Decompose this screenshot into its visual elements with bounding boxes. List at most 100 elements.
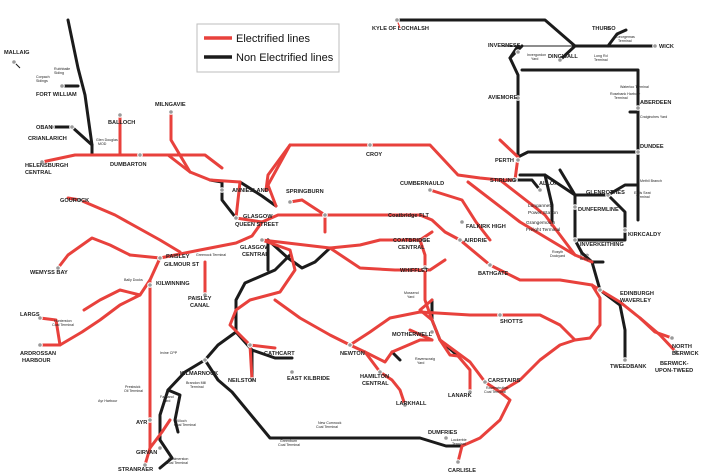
station-dot-dundee[interactable] — [635, 149, 641, 155]
station-dot-wemyss[interactable] — [55, 265, 61, 271]
station-dot-inverkeithing[interactable] — [572, 237, 578, 243]
station-dot-anniesland[interactable] — [219, 187, 225, 193]
label-ravenstruther: Ravenstruther — [486, 386, 509, 390]
station-dot-coatbridge[interactable] — [422, 237, 428, 243]
station-dot-northberwick[interactable] — [669, 335, 675, 341]
label-alloa: ALLOA — [539, 181, 558, 187]
station-dot-thurso[interactable] — [605, 25, 611, 31]
label-northberwick: NORTH — [672, 344, 692, 350]
station-dot-cumbernauld[interactable] — [427, 187, 433, 193]
label-rubhbaile-2: Siding — [54, 71, 64, 75]
label-northqueensferry: North — [580, 253, 589, 257]
station-dot-aviemore[interactable] — [515, 95, 521, 101]
label-rosebank-2: Terminal — [614, 96, 628, 100]
station-dot-dingwall[interactable] — [557, 57, 563, 63]
station-dot-eastkilbride[interactable] — [289, 369, 295, 375]
station-dot-alloa[interactable] — [537, 187, 543, 193]
station-dot-inverness[interactable] — [515, 49, 521, 55]
label-hunterston: Hunterston — [54, 319, 72, 323]
station-dot-ardrossan[interactable] — [37, 342, 43, 348]
label-prestwick-2: Oil Terminal — [124, 389, 143, 393]
station-dot-airdrie[interactable] — [457, 237, 463, 243]
label-ayr-harbour: Ayr Harbour — [98, 399, 118, 403]
legend-electrified-label: Electrified lines — [236, 33, 310, 45]
station-dot-ayr[interactable] — [147, 417, 153, 423]
station-dot-glenrothes[interactable] — [605, 192, 611, 198]
station-dot-neilston[interactable] — [249, 377, 255, 383]
station-dot-coatbridgeflt[interactable] — [322, 212, 328, 218]
label-airdrie: AIRDRIE — [464, 238, 487, 244]
label-larkhall: LARKHALL — [396, 401, 427, 407]
station-dot-stranraer[interactable] — [142, 462, 148, 468]
station-dot-mallaig[interactable] — [11, 59, 17, 65]
label-wick: WICK — [659, 44, 674, 50]
station-dot-dumfries[interactable] — [443, 435, 449, 441]
station-dot-glasgowcentral[interactable] — [259, 237, 265, 243]
station-dot-kilwinning[interactable] — [147, 282, 153, 288]
station-dot-whifflet[interactable] — [422, 265, 428, 271]
label-greenock-terminal: Greenock Terminal — [196, 253, 226, 257]
station-dot-stirling[interactable] — [512, 177, 518, 183]
station-dot-crianlarich[interactable] — [69, 124, 75, 130]
station-dot-kirkcaldy[interactable] — [622, 227, 628, 233]
label-greenburn: Greenburn — [280, 439, 297, 443]
label-prestwick: Prestwick — [125, 385, 141, 389]
station-dot-croy[interactable] — [367, 142, 373, 148]
label-coatbridge-flt: Coatbridge FLT — [388, 213, 429, 219]
station-dot-hamilton[interactable] — [377, 369, 383, 375]
station-dot-motherwell[interactable] — [429, 329, 435, 335]
station-dot-milngavie[interactable] — [168, 109, 174, 115]
station-dot-newton[interactable] — [347, 342, 353, 348]
station-dot-dumbarton[interactable] — [137, 152, 143, 158]
label-kilmarnock: KILMARNOCK — [180, 371, 218, 377]
station-dot-paisleycanal[interactable] — [202, 292, 208, 298]
station-dot-dunfermline[interactable] — [572, 204, 578, 210]
station-dot-gourock[interactable] — [77, 197, 83, 203]
label-longcraft-2: Terminal — [594, 58, 608, 62]
station-dot-falkirk[interactable] — [459, 219, 465, 225]
station-dot-kilmarnock[interactable] — [202, 357, 208, 363]
station-dot-lanark[interactable] — [467, 389, 473, 395]
label-whifflet: WHIFFLET — [400, 268, 429, 274]
label-falkland-2: Yard — [163, 399, 170, 403]
station-dot-tweedbank[interactable] — [622, 357, 628, 363]
station-dot-aberdeen[interactable] — [635, 105, 641, 111]
station-dot-paisley[interactable] — [157, 255, 163, 261]
station-dot-kyle[interactable] — [394, 17, 400, 23]
station-dot-cathcart[interactable] — [247, 342, 253, 348]
station-dot-balloch[interactable] — [117, 112, 123, 118]
station-dot-edinburgh[interactable] — [597, 287, 603, 293]
station-dot-bathgate[interactable] — [487, 262, 493, 268]
label-largs: LARGS — [20, 312, 40, 318]
label-earlsseat: Earls Seat — [634, 191, 651, 195]
station-dot-helensburgh[interactable] — [39, 159, 45, 165]
label-helensburgh: HELENSBURGH — [25, 163, 68, 169]
station-dot-oban[interactable] — [49, 124, 55, 130]
station-dot-larkhall[interactable] — [402, 402, 408, 408]
station-dot-wick[interactable] — [652, 43, 658, 49]
label-invergordon: Invergordon — [527, 53, 546, 57]
label-coatbridge-2: CENTRAL — [398, 245, 425, 251]
label-killoch: Killoch — [176, 419, 187, 423]
label-edinburgh-2: WAVERLEY — [620, 298, 651, 304]
label-cathcart: CATHCART — [264, 351, 295, 357]
station-dot-carlisle[interactable] — [455, 459, 461, 465]
label-paisley-canal: PAISLEY — [188, 296, 212, 302]
label-ardrossan: ARDROSSAN — [20, 351, 56, 357]
station-dot-girvan[interactable] — [157, 445, 163, 451]
label-mossend: Mossend — [404, 291, 419, 295]
station-dot-berwick[interactable] — [673, 349, 679, 355]
station-dot-largs[interactable] — [37, 315, 43, 321]
label-berwick: BERWICK- — [660, 361, 689, 367]
station-dot-perth[interactable] — [515, 157, 521, 163]
station-dot-shotts[interactable] — [497, 312, 503, 318]
station-dot-fortwilliam[interactable] — [59, 83, 65, 89]
label-brandon-2: Terminal — [190, 385, 204, 389]
station-dot-carstairs[interactable] — [482, 379, 488, 385]
station-dot-springburn[interactable] — [287, 199, 293, 205]
label-killoch-2: Coal Terminal — [174, 423, 196, 427]
station-dot-glasgowqs[interactable] — [233, 215, 239, 221]
label-northberwick-2: BERWICK — [672, 351, 699, 357]
label-rosyth: Rosyth — [552, 250, 563, 254]
